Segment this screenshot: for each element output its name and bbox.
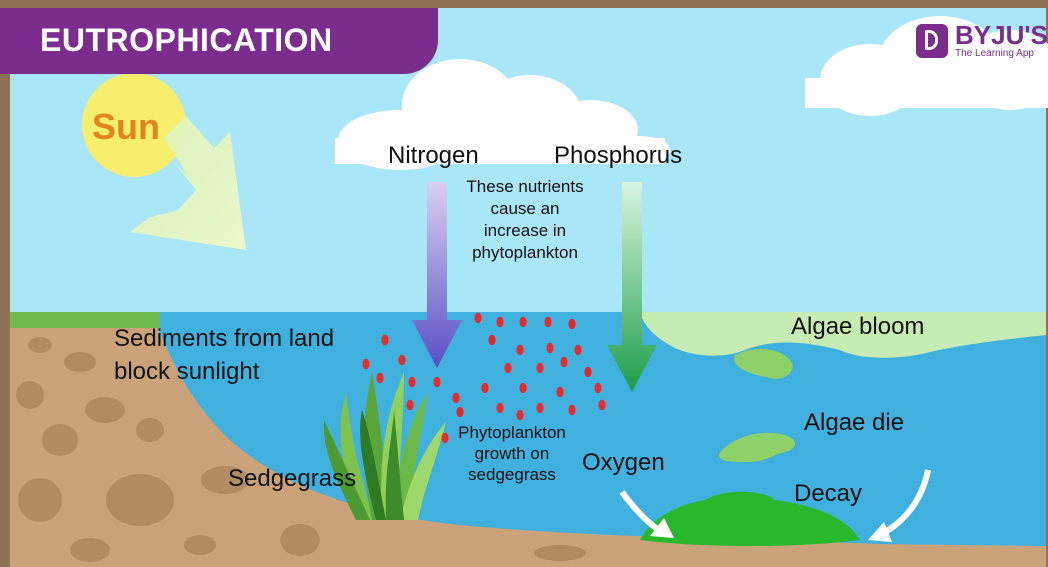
- phytoplankton-dot: [496, 317, 503, 327]
- phytoplankton-growth-label: Phytoplankton growth on sedgegrass: [446, 422, 578, 485]
- brand-name: BYJU'S: [955, 20, 1048, 51]
- sun-label: Sun: [92, 106, 160, 148]
- phytoplankton-dot: [598, 400, 605, 410]
- phytoplankton-dot: [516, 410, 523, 420]
- sediments-label: Sediments from land block sunlight: [114, 322, 354, 388]
- phytoplankton-dot: [584, 367, 591, 377]
- phytoplankton-dot: [406, 400, 413, 410]
- page-title: EUTROPHICATION: [40, 22, 333, 59]
- nitrogen-label: Nitrogen: [388, 142, 479, 170]
- algae-die-label: Algae die: [804, 409, 904, 437]
- phytoplankton-dot: [519, 383, 526, 393]
- phytoplankton-dot: [504, 363, 511, 373]
- phytoplankton-dot: [560, 357, 567, 367]
- phytoplankton-dot: [488, 335, 495, 345]
- phytoplankton-dot: [452, 393, 459, 403]
- phytoplankton-dot: [536, 403, 543, 413]
- phytoplankton-dot: [376, 373, 383, 383]
- brand-tagline: The Learning App: [955, 48, 1034, 59]
- phytoplankton-dot: [481, 383, 488, 393]
- phytoplankton-dot: [398, 355, 405, 365]
- phytoplankton-dot: [519, 317, 526, 327]
- phytoplankton-dot: [568, 405, 575, 415]
- phytoplankton-dot: [544, 317, 551, 327]
- sedgegrass-label: Sedgegrass: [228, 465, 356, 493]
- phytoplankton-dot: [474, 313, 481, 323]
- phytoplankton-dot: [594, 383, 601, 393]
- nutrients-note: These nutrients cause an increase in phy…: [462, 176, 588, 264]
- phytoplankton-dot: [433, 377, 440, 387]
- phytoplankton-dot: [536, 363, 543, 373]
- phytoplankton-dot: [546, 343, 553, 353]
- phytoplankton-dot: [574, 345, 581, 355]
- phytoplankton-dot: [556, 387, 563, 397]
- algae-bloom-label: Algae bloom: [791, 313, 924, 341]
- phytoplankton-dot: [362, 359, 369, 369]
- oxygen-label: Oxygen: [582, 449, 665, 477]
- phytoplankton-dot: [381, 335, 388, 345]
- brand-logo-icon: [916, 24, 948, 58]
- phytoplankton-dot: [496, 403, 503, 413]
- phytoplankton-dot: [408, 377, 415, 387]
- phytoplankton-dot: [568, 319, 575, 329]
- phytoplankton-dot: [516, 345, 523, 355]
- decay-label: Decay: [794, 480, 862, 508]
- phytoplankton-dot: [456, 407, 463, 417]
- phosphorus-label: Phosphorus: [554, 142, 682, 170]
